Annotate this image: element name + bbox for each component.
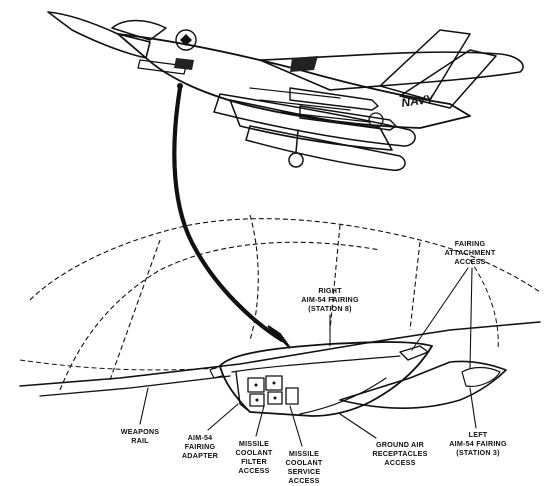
label-line: WEAPONS [121, 427, 160, 436]
callout-ground-air-receptacles-access: GROUND AIR RECEPTACLES ACCESS [372, 440, 427, 467]
label-line: FAIRING [455, 239, 486, 248]
aircraft-illustration: NAVY [47, 11, 524, 171]
label-line: ADAPTER [182, 451, 219, 460]
callout-right-fairing: RIGHT AIM-54 FAIRING (STATION 8) [301, 286, 359, 313]
label-line: ACCESS [384, 458, 415, 467]
label-line: AIM-54 [188, 433, 213, 442]
label-line: FAIRING [185, 442, 216, 451]
label-line: AIM-54 FAIRING [449, 439, 507, 448]
callout-weapons-rail: WEAPONS RAIL [121, 427, 160, 445]
label-line: MISSILE [239, 439, 269, 448]
label-line: ACCESS [454, 257, 485, 266]
callout-left-fairing: LEFT AIM-54 FAIRING (STATION 3) [449, 430, 507, 457]
callout-missile-coolant-filter-access: MISSILE COOLANT FILTER ACCESS [236, 439, 273, 475]
detail-pointer-arrow [172, 85, 291, 349]
label-line: SERVICE [288, 467, 321, 476]
navy-insignia: NAVY [400, 91, 435, 110]
label-line: RAIL [131, 436, 149, 445]
label-line: COOLANT [286, 458, 323, 467]
label-line: RIGHT [318, 286, 342, 295]
label-line: RECEPTACLES [372, 449, 427, 458]
label-line: MISSILE [289, 449, 319, 458]
callout-aim54-fairing-adapter: AIM-54 FAIRING ADAPTER [182, 433, 219, 460]
label-line: COOLANT [236, 448, 273, 457]
label-line: FILTER [241, 457, 267, 466]
label-line: (STATION 3) [456, 448, 500, 457]
callout-missile-coolant-service-access: MISSILE COOLANT SERVICE ACCESS [286, 449, 323, 485]
label-line: ACCESS [288, 476, 319, 485]
label-line: ACCESS [238, 466, 269, 475]
label-line: GROUND AIR [376, 440, 425, 449]
label-line: AIM-54 FAIRING [301, 295, 359, 304]
callout-fairing-attachment-access: FAIRING ATTACHMENT ACCESS [445, 239, 496, 266]
label-line: (STATION 8) [308, 304, 352, 313]
fuselage-detail-view [19, 214, 541, 417]
label-line: LEFT [469, 430, 488, 439]
leader-lines [139, 267, 477, 447]
label-line: ATTACHMENT [445, 248, 496, 257]
